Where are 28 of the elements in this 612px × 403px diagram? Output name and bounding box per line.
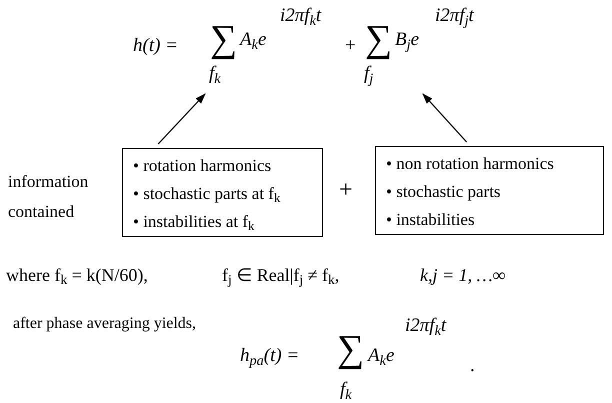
summand: A$_{k}$e — [368, 344, 394, 370]
equation-term: h$_{pa}$(t) = — [240, 344, 300, 370]
summation-index: f$_{k}$ — [209, 64, 221, 83]
equation-condition: k,j = 1, …∞ — [420, 264, 506, 287]
bullet-list-box — [375, 146, 604, 235]
summation-index: f$_{k}$ — [340, 378, 352, 403]
plus-sign: + — [345, 34, 356, 58]
bullet-item: • rotation harmonics — [133, 155, 272, 177]
equation-condition: f$_{j}$ ∈ Real|f$_{j}$ ≠ f$_{k}$, — [222, 264, 340, 289]
bullet-item: • stochastic parts — [386, 181, 502, 203]
plus-sign: + — [339, 176, 353, 205]
bullet-item: • instabilities at f$_{k}$ — [133, 211, 256, 235]
arrow — [422, 93, 468, 142]
summation-sign: ∑ — [365, 20, 392, 58]
note-text: after phase averaging yields, — [13, 314, 196, 334]
bullet-item: • stochastic parts at f$_{k}$ — [133, 183, 282, 207]
summand: A$_{k}$e — [240, 30, 266, 49]
side-caption: information contained — [8, 171, 90, 223]
bullet-item: • non rotation harmonics — [386, 153, 555, 175]
summation-sign: ∑ — [210, 20, 238, 58]
period-mark: . — [470, 354, 475, 378]
bullet-item: • instabilities — [386, 209, 476, 231]
arrow — [158, 93, 206, 144]
summation-sign: ∑ — [337, 330, 364, 368]
equation-condition: where f$_{k}$ = k(N/60), — [6, 264, 148, 289]
exponent: i2πf$_{k}$t — [280, 6, 322, 25]
exponent: i2πf$_{k}$t — [405, 314, 446, 340]
equation-term: h(t) = — [133, 34, 178, 58]
